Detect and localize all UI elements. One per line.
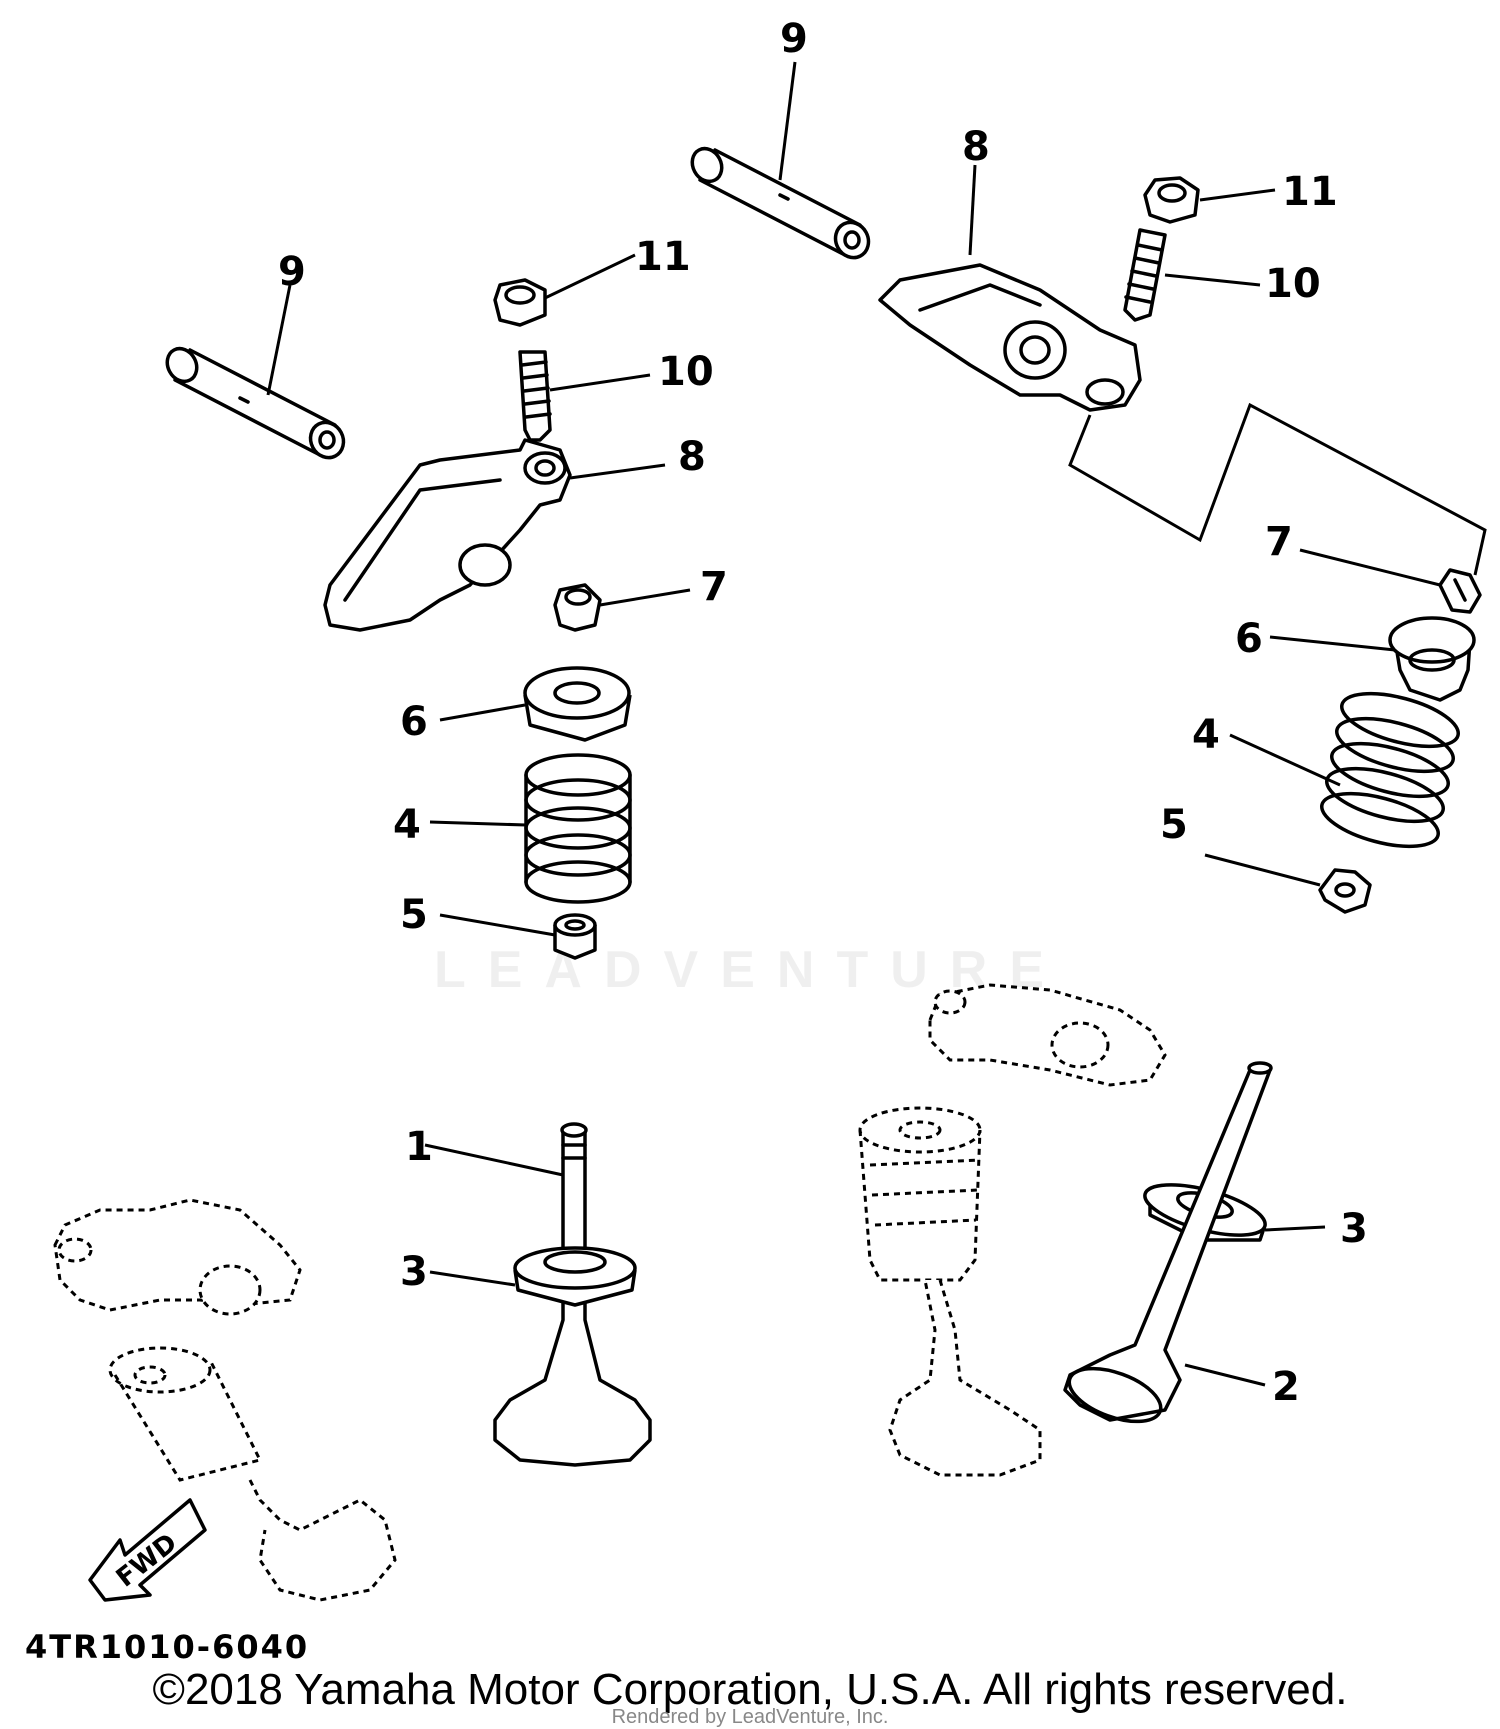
valve-spring-left (524, 753, 632, 904)
spring-retainer-right (1388, 616, 1476, 702)
callout-8-right: 8 (962, 124, 990, 170)
callout-3-left: 3 (400, 1249, 428, 1295)
callout-7-right: 7 (1265, 519, 1293, 565)
leader-lines (266, 61, 1441, 1387)
spring-retainer-left (523, 666, 632, 742)
valve-stem-seal-right (1318, 868, 1372, 914)
spring-seat-left (513, 1246, 637, 1307)
callout-8-left: 8 (678, 434, 706, 480)
locknut-left (493, 278, 547, 327)
locknut-right (1143, 176, 1200, 224)
callout-labels: 9 9 8 8 11 11 10 10 7 7 6 6 4 4 5 5 1 3 … (278, 16, 1368, 1410)
callout-3-right: 3 (1340, 1206, 1368, 1252)
callout-1: 1 (405, 1124, 433, 1170)
rocker-shaft-right (690, 146, 871, 260)
callout-5-left: 5 (400, 892, 428, 938)
assembly-connector-line (1068, 402, 1487, 576)
valve-cotter-right (1438, 568, 1482, 614)
rocker-arm-right (878, 263, 1142, 412)
adjusting-screw-right (1123, 228, 1167, 322)
reference-valve-assembly-left (108, 1346, 397, 1602)
reference-valve-assembly-right (858, 1106, 1042, 1477)
reference-rocker-bottom-left (53, 1198, 302, 1316)
reference-rocker-top-right (928, 983, 1167, 1087)
valve-spring-right (1320, 691, 1460, 849)
rendered-by-notice: Rendered by LeadVenture, Inc. (611, 1706, 889, 1728)
callout-9-left: 9 (278, 249, 306, 295)
callout-10-right: 10 (1265, 261, 1321, 307)
callout-7-left: 7 (700, 564, 728, 610)
copyright-notice: ©2018 Yamaha Motor Corporation, U.S.A. A… (152, 1665, 1348, 1714)
diagram-code: 4TR1010-6040 (25, 1628, 309, 1666)
callout-5-right: 5 (1160, 802, 1188, 848)
valve-exhaust (1063, 1061, 1273, 1424)
callout-6-right: 6 (1235, 616, 1263, 662)
leadventure-watermark: LEADVENTURE (433, 941, 1067, 999)
rocker-shaft-left (165, 346, 346, 460)
callout-2: 2 (1272, 1364, 1300, 1410)
rocker-arm-left (323, 438, 572, 632)
forward-arrow-icon: FWD (88, 1498, 207, 1602)
callout-6-left: 6 (400, 699, 428, 745)
callout-11-left: 11 (635, 234, 691, 280)
callout-11-right: 11 (1282, 169, 1338, 215)
callout-9-right: 9 (780, 16, 808, 62)
adjusting-screw-left (518, 350, 552, 442)
valve-cotter-left (553, 583, 602, 632)
callout-10-left: 10 (658, 349, 714, 395)
callout-4-left: 4 (393, 802, 421, 848)
valve-stem-seal-left (553, 913, 597, 960)
callout-4-right: 4 (1192, 712, 1220, 758)
